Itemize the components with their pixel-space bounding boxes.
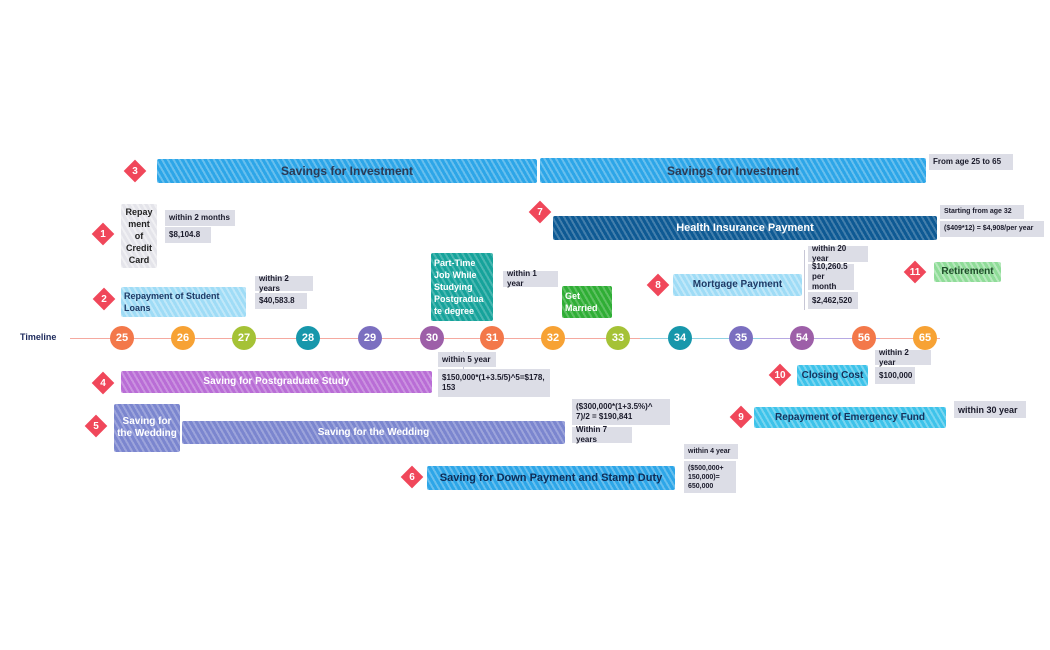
- credit-card-box: Repay ment of Credit Card: [121, 204, 157, 268]
- timeline-node-age-65: 65: [913, 326, 937, 350]
- timeline-node-age-32: 32: [541, 326, 565, 350]
- part-time-job-box: Part-Time Job While Studying Postgradua …: [431, 253, 493, 321]
- investment-period-note: From age 25 to 65: [929, 154, 1013, 170]
- postgrad-bar: Saving for Postgraduate Study: [121, 371, 432, 393]
- wedding-bar: Saving for the Wedding: [182, 421, 565, 444]
- investment-bar-right: Savings for Investment: [540, 158, 926, 183]
- closing-period: within 2 year: [875, 348, 931, 367]
- timeline-label: Timeline: [20, 332, 57, 342]
- wedding-box: Saving for the Wedding: [114, 404, 180, 452]
- timeline-node-age-25: 25: [110, 326, 134, 350]
- marker-2-number: 2: [101, 293, 107, 305]
- marker-8-number: 8: [655, 279, 661, 291]
- timeline-line-segment: [760, 338, 880, 339]
- connector-line: [804, 250, 805, 310]
- timeline-line: [70, 338, 940, 339]
- student-loans-period: within 2 years: [255, 274, 313, 293]
- timeline-node-age-35: 35: [729, 326, 753, 350]
- wedding-period: Within 7 years: [572, 425, 632, 444]
- health-formula-note: ($409*12) = $4,908/per year: [940, 221, 1044, 237]
- part-time-period: within 1 year: [503, 269, 558, 288]
- mortgage-monthly: $10,260.5 per month: [808, 262, 854, 291]
- credit-card-period: within 2 months: [165, 210, 235, 226]
- timeline-node-age-29: 29: [358, 326, 382, 350]
- timeline-node-age-28: 28: [296, 326, 320, 350]
- get-married-box: Get Married: [562, 286, 612, 318]
- timeline-node-age-30: 30: [420, 326, 444, 350]
- marker-10-number: 10: [774, 369, 786, 381]
- postgrad-formula: $150,000*(1+3.5/5)^5=$178, 153: [438, 369, 550, 397]
- timeline-node-age-56: 56: [852, 326, 876, 350]
- timeline-node-age-27: 27: [232, 326, 256, 350]
- marker-4-number: 4: [100, 377, 106, 389]
- timeline-node-age-26: 26: [171, 326, 195, 350]
- marker-3-number: 3: [132, 165, 138, 177]
- emergency-fund-bar: Repayment of Emergency Fund: [754, 407, 946, 428]
- closing-amount: $100,000: [875, 367, 915, 384]
- timeline-node-age-31: 31: [480, 326, 504, 350]
- student-loans-bar: Repayment of Student Loans: [121, 287, 246, 317]
- down-payment-period: within 4 year: [684, 444, 738, 459]
- timeline-line-segment: [640, 338, 760, 339]
- retirement-box: Retirement: [934, 262, 1001, 282]
- marker-1-number: 1: [100, 228, 106, 240]
- marker-9-number: 9: [738, 411, 744, 423]
- emergency-period: within 30 year: [954, 401, 1026, 418]
- closing-cost-bar: Closing Cost: [797, 365, 868, 386]
- timeline-node-age-33: 33: [606, 326, 630, 350]
- student-loans-amount: $40,583.8: [255, 293, 307, 309]
- down-payment-bar: Saving for Down Payment and Stamp Duty: [427, 466, 675, 490]
- marker-6-number: 6: [409, 471, 415, 483]
- mortgage-period: within 20 year: [808, 244, 868, 263]
- timeline-node-age-34: 34: [668, 326, 692, 350]
- wedding-formula: ($300,000*(1+3.5%)^ 7)/2 = $190,841: [572, 399, 670, 425]
- investment-bar-left: Savings for Investment: [157, 159, 537, 183]
- mortgage-total: $2,462,520: [808, 292, 858, 309]
- postgrad-period: within 5 year: [438, 352, 496, 367]
- health-insurance-bar: Health Insurance Payment: [553, 216, 937, 240]
- credit-card-amount: $8,104.8: [165, 227, 211, 243]
- marker-11-number: 11: [909, 266, 921, 278]
- mortgage-bar: Mortgage Payment: [673, 274, 802, 296]
- down-payment-formula: ($500,000+ 150,000)= 650,000: [684, 461, 736, 493]
- marker-5-number: 5: [93, 420, 99, 432]
- timeline-node-age-54: 54: [790, 326, 814, 350]
- marker-7-number: 7: [537, 206, 543, 218]
- health-period-note: Starting from age 32: [940, 205, 1024, 219]
